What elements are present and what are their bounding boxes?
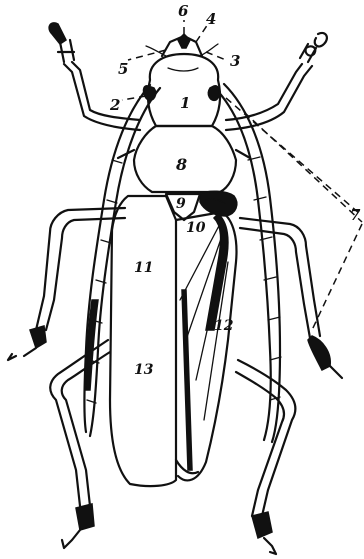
label-2: 2: [109, 96, 120, 114]
label-9: 9: [176, 196, 186, 212]
label-8: 8: [175, 155, 187, 174]
label-3: 3: [230, 52, 240, 70]
label-11: 11: [134, 260, 153, 276]
label-4: 4: [206, 10, 216, 28]
label-12: 12: [214, 318, 234, 334]
right-hind-leg: [236, 360, 295, 554]
left-elytron: [110, 196, 176, 486]
label-13: 13: [134, 362, 154, 378]
label-5: 5: [118, 60, 128, 78]
label-10: 10: [186, 220, 206, 236]
label-7: 7: [350, 206, 361, 224]
right-wing: [176, 212, 236, 480]
label-6: 6: [178, 2, 189, 20]
beetle-head: [144, 34, 221, 126]
leader-lines: [122, 20, 362, 330]
right-middle-leg: [240, 218, 342, 378]
label-1: 1: [180, 94, 190, 112]
left-hind-leg: [50, 340, 110, 548]
right-foreleg: [226, 33, 327, 130]
left-middle-leg: [8, 208, 125, 360]
part-labels: 6 4 3 5 2 1 8 9 10 11 12 13 7: [109, 2, 361, 378]
